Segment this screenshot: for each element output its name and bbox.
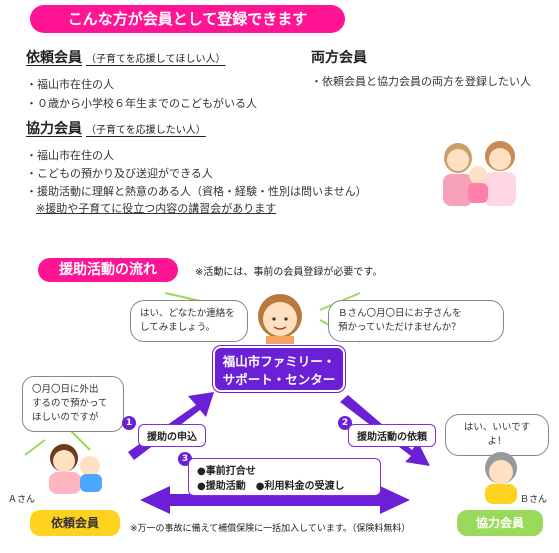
helper-note: ※援助や子育てに役立つ内容の講習会があります <box>36 202 277 215</box>
grandmother-icon <box>485 452 517 504</box>
family-illustration <box>443 141 516 206</box>
helper-item: ・援助活動に理解と熱意のある人（資格・経験・性別は問いません） <box>26 185 367 198</box>
helper-item: ・福山市在住の人 <box>26 149 114 162</box>
flow-banner: 援助活動の流れ <box>38 258 178 282</box>
person-a-label: Ａさん <box>8 495 36 505</box>
helper-title: 協力会員 （子育てを応援したい人） <box>26 118 206 138</box>
helper-subtitle: （子育てを応援したい人） <box>86 125 206 136</box>
mother-child-icon <box>49 444 102 494</box>
both-item: ・依頼会員と協力会員の両方を登録したい人 <box>311 75 531 88</box>
insurance-note: ※万一の事故に備えて補償保険に一括加入しています。（保険料無料） <box>130 524 411 534</box>
bubble-line: Ｂさん〇月〇日にお子さんを <box>338 308 462 319</box>
step3-box: ●事前打合せ ●援助活動 ●利用料金の受渡し <box>188 458 381 496</box>
both-title: 両方会員 <box>311 50 367 66</box>
bubble-line: 〇月〇日に外出 <box>32 384 99 395</box>
role-helper: 協力会員 <box>457 510 543 536</box>
helper-item: ・こどもの預かり及び送迎ができる人 <box>26 167 213 180</box>
flow-note: ※活動には、事前の会員登録が必要です。 <box>195 267 383 278</box>
bubble-line: してみましょう。 <box>140 322 216 333</box>
step1-label: 援助の申込 <box>138 424 206 447</box>
bubble-line: ほしいのですが <box>32 412 99 423</box>
role-requester: 依頼会員 <box>30 510 120 536</box>
arrow-exchange <box>140 486 410 514</box>
center-line: 福山市ファミリー・ <box>222 354 336 369</box>
helper-title-text: 協力会員 <box>26 121 82 137</box>
person-b-label: Ｂさん <box>520 495 548 505</box>
bubble-a: 〇月〇日に外出 するので預かって ほしいのですが <box>22 376 124 432</box>
center-staff-icon <box>258 294 302 344</box>
support-center-box: 福山市ファミリー・ サポート・センター <box>213 346 345 392</box>
step1-number: 1 <box>122 416 136 430</box>
bubble-line: 預かっていただけませんか？ <box>338 322 461 333</box>
ray-line <box>24 439 46 456</box>
ray-line <box>69 429 91 451</box>
bubble-line: はい、どなたか連絡を <box>140 308 235 319</box>
step2-label: 援助活動の依頼 <box>348 424 436 447</box>
bubble-center-right: Ｂさん〇月〇日にお子さんを 預かっていただけませんか？ <box>328 300 504 342</box>
bubble-b: はい、いいですよ！ <box>445 414 549 456</box>
requester-title-text: 依頼会員 <box>26 50 82 66</box>
step3-line: ●援助活動 ●利用料金の受渡し <box>197 481 345 492</box>
requester-item: ・０歳から小学校６年生までのこどもがいる人 <box>26 97 257 110</box>
bubble-center-left: はい、どなたか連絡を してみましょう。 <box>130 300 248 342</box>
requester-title: 依頼会員 （子育てを応援してほしい人） <box>26 47 226 67</box>
step3-line: ●事前打合せ <box>197 466 256 477</box>
membership-banner: こんな方が会員として登録できます <box>30 5 345 33</box>
requester-subtitle: （子育てを応援してほしい人） <box>86 54 226 65</box>
center-line: サポート・センター <box>222 372 336 387</box>
requester-item: ・福山市在住の人 <box>26 78 114 91</box>
bubble-line: するので預かって <box>32 398 108 409</box>
